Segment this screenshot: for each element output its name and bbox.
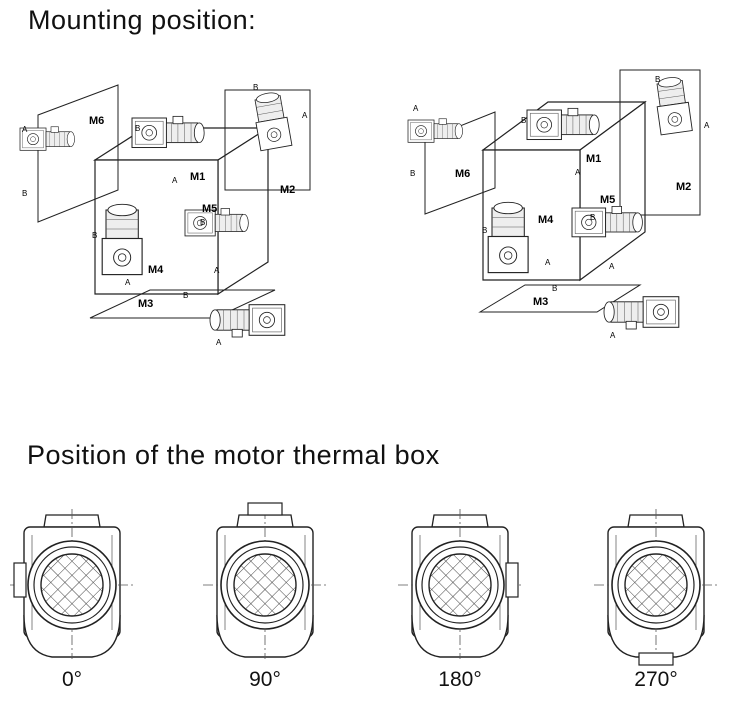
label-b: B [521,116,526,125]
label-m6-left: M6 [89,115,104,127]
label-b: B [552,284,557,293]
label-b: B [92,231,97,240]
label-b: B [135,124,140,133]
label-b: B [655,75,660,84]
label-m2-left: M2 [280,184,295,196]
label-m1-right: M1 [586,153,601,165]
angle-caption-180: 180° [438,668,482,691]
label-b: B [482,226,487,235]
thermal-box-title: Position of the motor thermal box [27,440,440,470]
label-m3-right: M3 [533,296,548,308]
mounting-diagram-left: M6 M1 M2 M5 M4 M3 A B B A B A B A B A B … [19,83,311,347]
label-m4-left: M4 [148,264,164,276]
label-b: B [590,213,595,222]
label-m3-left: M3 [138,298,153,310]
angle-caption-90: 90° [249,668,281,691]
thermal-view-90 [202,502,328,660]
thermal-box-marker [13,562,27,598]
label-a: A [216,338,222,347]
label-m4-right: M4 [538,214,554,226]
label-a: A [413,104,419,113]
label-m6-right: M6 [455,168,470,180]
label-m5-left: M5 [202,203,217,215]
label-a: A [545,258,551,267]
label-b: B [22,189,27,198]
angle-caption-0: 0° [61,668,83,691]
label-a: A [22,125,28,134]
label-a: A [575,168,581,177]
label-b: B [410,169,415,178]
angle-caption-270: 270° [634,668,678,691]
mounting-position-title: Mounting position: [28,5,257,35]
label-b: B [253,83,258,92]
label-b: B [183,291,188,300]
label-b: B [200,218,205,227]
label-a: A [302,111,308,120]
thermal-box-marker [638,652,674,666]
label-a: A [125,278,131,287]
label-a: A [704,121,710,130]
label-m1-left: M1 [190,171,205,183]
thermal-view-270 [593,508,719,666]
label-a: A [172,176,178,185]
label-a: A [610,331,616,340]
thermal-view-180 [397,508,523,660]
thermal-box-marker [247,502,283,516]
thermal-view-0 [9,508,135,660]
label-a: A [609,262,615,271]
label-m5-right: M5 [600,194,615,206]
thermal-box-marker [505,562,519,598]
mounting-diagram-right: M6 M1 M2 M5 M4 M3 A B B A B A B A B A B … [407,69,710,340]
label-a: A [214,266,220,275]
label-m2-right: M2 [676,181,691,193]
